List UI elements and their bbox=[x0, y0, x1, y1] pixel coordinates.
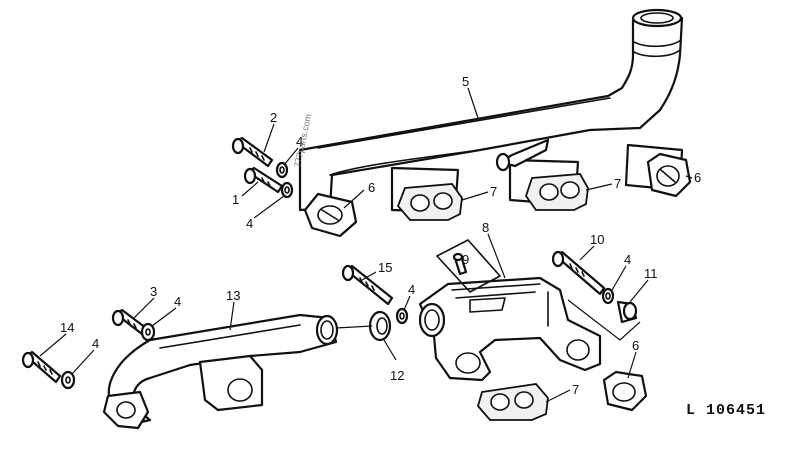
gasket-lower-right bbox=[602, 370, 648, 412]
callout-6: 6 bbox=[368, 180, 375, 195]
exhaust-pipe-lower-left bbox=[102, 313, 339, 430]
bolt-10 bbox=[551, 250, 606, 296]
callout-4: 4 bbox=[296, 134, 303, 149]
callout-8: 8 bbox=[482, 220, 489, 235]
callout-4: 4 bbox=[246, 216, 253, 231]
callout-9: 9 bbox=[462, 252, 469, 267]
callout-6: 6 bbox=[632, 338, 639, 353]
callout-7: 7 bbox=[572, 382, 579, 397]
exhaust-manifold-lower-right bbox=[418, 276, 602, 382]
callout-15: 15 bbox=[378, 260, 392, 275]
callout-4: 4 bbox=[174, 294, 181, 309]
spacer-11 bbox=[616, 300, 638, 324]
callout-7: 7 bbox=[490, 184, 497, 199]
callout-4: 4 bbox=[624, 252, 631, 267]
callout-3: 3 bbox=[150, 284, 157, 299]
washer-4-right bbox=[601, 287, 615, 305]
callout-4: 4 bbox=[92, 336, 99, 351]
washer-4-lower-a bbox=[140, 322, 156, 342]
exhaust-manifold-upper bbox=[298, 8, 684, 214]
washer-4-center bbox=[395, 307, 409, 325]
callout-labels: 5 2 4 1 4 6 7 7 6 8 9 10 4 11 15 4 12 13… bbox=[60, 74, 701, 397]
callout-13: 13 bbox=[226, 288, 240, 303]
callout-5: 5 bbox=[462, 74, 469, 89]
figure-reference: L 106451 bbox=[686, 402, 766, 419]
washer-4-upper-a bbox=[275, 161, 289, 179]
callout-14: 14 bbox=[60, 320, 74, 335]
double-port-gasket-upper-left bbox=[396, 183, 463, 221]
callout-1: 1 bbox=[232, 192, 239, 207]
plug-9-inset bbox=[436, 239, 501, 293]
callout-7: 7 bbox=[614, 176, 621, 191]
washer-4-upper-b bbox=[280, 181, 294, 199]
callout-2: 2 bbox=[270, 110, 277, 125]
leader-lines bbox=[39, 87, 693, 403]
bolt-14 bbox=[21, 350, 62, 384]
callout-4: 4 bbox=[408, 282, 415, 297]
callout-6: 6 bbox=[694, 170, 701, 185]
double-port-gasket-upper-right bbox=[525, 173, 589, 211]
gasket-left-upper bbox=[303, 192, 358, 238]
callout-11: 11 bbox=[644, 266, 658, 281]
bolt-15 bbox=[341, 264, 394, 306]
gasket-right-upper bbox=[646, 152, 692, 198]
double-port-gasket-lower bbox=[477, 383, 549, 421]
seal-ring-12 bbox=[368, 310, 392, 342]
callout-12: 12 bbox=[390, 368, 404, 383]
callout-10: 10 bbox=[590, 232, 604, 247]
washer-4-lower-b bbox=[60, 370, 76, 390]
bolt-2 bbox=[231, 136, 274, 168]
